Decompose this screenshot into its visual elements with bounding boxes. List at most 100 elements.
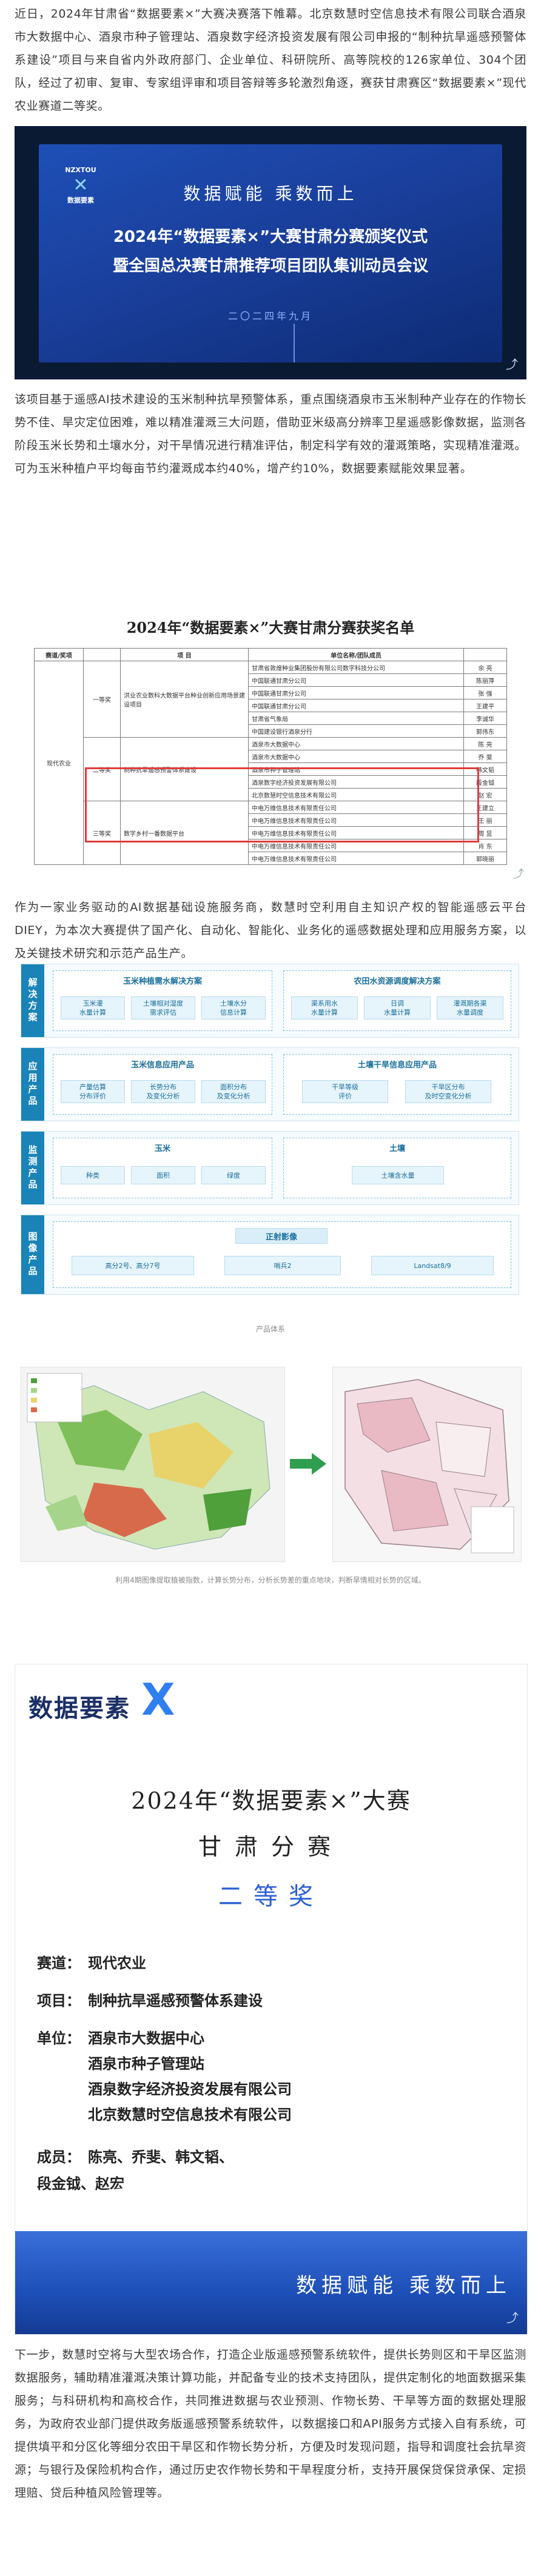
intro-paragraph: 近日，2024年甘肃省“数据要素×”大赛决赛落下帷幕。北京数慧时空信息技术有限公… <box>15 7 526 113</box>
company-section: 作为一家业务驱动的AI数据基础设施服务商，数慧时空利用自主知识产权的智能遥感云平… <box>0 896 541 965</box>
unit-cell: 酒泉数字经济投资发展有限公司 <box>248 775 464 789</box>
chip: 日调 水量计算 <box>364 996 431 1019</box>
hero-title-line2: 暨全国总决赛甘肃推荐项目团队集训动员会议 <box>112 257 428 275</box>
member-cell: 韩文韬 <box>463 762 507 776</box>
member-cell: 王建立 <box>463 801 507 814</box>
share-icon[interactable]: ⤴ <box>513 868 524 881</box>
poster-footer-slogan: 数据赋能 乘数而上 <box>296 2274 511 2298</box>
monitor-left-panel: 玉米 种类 面积 绿度 <box>53 1138 272 1198</box>
table-row: 中国联通甘肃分公司陈丽萍 <box>35 673 507 687</box>
chip: 面积分布 及变化分析 <box>201 1080 266 1103</box>
lane-solutions: 解决方案 玉米种植需水解决方案 玉米灌 水量计算 土壤相对湿度 需求评估 土壤水… <box>21 964 519 1038</box>
chip: 玉米灌 水量计算 <box>61 996 125 1019</box>
member-cell: 张 强 <box>463 686 507 699</box>
intro-section: 近日，2024年甘肃省“数据要素×”大赛决赛落下帷幕。北京数慧时空信息技术有限公… <box>0 2 541 118</box>
unit-cell: 中国联通甘肃分公司 <box>248 686 464 699</box>
brand-x-icon: X <box>141 1674 175 1725</box>
chip: 种类 <box>61 1166 125 1184</box>
hero-date: 二〇二四年九月 <box>227 310 313 322</box>
poster-brand: 数据要素 <box>29 1695 130 1723</box>
lane-label: 图像产品 <box>21 1215 44 1294</box>
poster-project-row: 项目： 制种抗旱遥感预警体系建设 <box>37 1990 263 2011</box>
unit-cell: 中国建设银行酒泉分行 <box>248 724 464 738</box>
share-icon[interactable]: ⤴ <box>506 2311 519 2325</box>
award-table-image: 2024年“数据要素×”大赛甘肃分赛获奖名单 赛道/奖项 项 目 单位名称/团队… <box>15 612 526 885</box>
hero-title-line1: 2024年“数据要素×”大赛甘肃分赛颁奖仪式 <box>113 228 428 246</box>
image-panel: 正射影像 高分2号、高分7号 哨兵2 Landsat8/9 <box>53 1221 511 1288</box>
product-system-diagram: 解决方案 玉米种植需水解决方案 玉米灌 水量计算 土壤相对湿度 需求评估 土壤水… <box>15 964 526 1315</box>
table-header-row: 赛道/奖项 项 目 单位名称/团队成员 <box>34 648 507 661</box>
lane-applications: 应用产品 玉米信息应用产品 产量估算 分布评价 长势分布 及变化分析 面积分布 … <box>21 1047 519 1121</box>
lane-images: 图像产品 正射影像 高分2号、高分7号 哨兵2 Landsat8/9 <box>21 1215 519 1295</box>
project-paragraph: 该项目基于遥感AI技术建设的玉米制种抗旱预警体系，重点围绕酒泉市玉米制种产业存在… <box>15 393 526 475</box>
panel-title: 农田水资源调度解决方案 <box>354 977 441 986</box>
member-cell: 郭晓丽 <box>463 852 507 865</box>
header-project: 项 目 <box>120 648 249 661</box>
project-cell: 制种抗旱遥感预警体系建设 <box>120 737 249 801</box>
chip: 长势分布 及变化分析 <box>131 1080 195 1103</box>
logo-top-text: NZXTOU <box>65 166 96 174</box>
prize-cell: 三等奖 <box>83 801 121 865</box>
chip: 绿度 <box>201 1166 266 1184</box>
ceremony-photo: NZXTOU ✕ 数据要素 数据赋能 乘数而上 2024年“数据要素×”大赛甘肃… <box>15 126 526 379</box>
table-row: 中电万维信息技术有限责任公司王 丽 <box>35 813 507 827</box>
chip: 干旱区分布 及时空变化分析 <box>405 1080 491 1103</box>
unit-cell: 甘肃省气象局 <box>248 712 464 725</box>
lane-label: 解决方案 <box>21 964 44 1037</box>
table-row: 酒泉市大数据中心乔 斐 <box>35 750 507 763</box>
chip: 产量估算 分布评价 <box>61 1080 125 1103</box>
chip: 面积 <box>131 1166 195 1184</box>
diagram-caption: 产品体系 <box>255 1325 285 1333</box>
logo-x-icon: ✕ <box>73 175 89 196</box>
member-cell: 王建平 <box>463 699 507 712</box>
project-cell: 数字乡村一番数据平台 <box>120 801 249 865</box>
member-cell: 乔 斐 <box>463 750 507 763</box>
unit-cell: 中国联通甘肃分公司 <box>248 673 464 687</box>
table-row: 中国联通甘肃分公司王建平 <box>35 699 507 712</box>
event-logo: NZXTOU ✕ 数据要素 <box>63 166 98 204</box>
chip: 干旱等级 评价 <box>302 1080 388 1103</box>
project-label: 项目： <box>37 1992 81 2009</box>
hero-divider <box>294 324 295 362</box>
chip: 灌溉期各渠 水量调度 <box>437 996 503 1019</box>
prize-cell: 二等奖 <box>83 737 121 801</box>
unit-cell: 中电万维信息技术有限责任公司 <box>248 826 464 839</box>
poster-unit-row: 酒泉市种子管理站 <box>88 2055 204 2072</box>
header-unit: 单位名称/团队成员 <box>248 648 464 661</box>
outro-section: 下一步，数慧时空将与大型农场合作，打造企业版遥感预警系统软件，提供长势则区和干旱… <box>0 2343 541 2504</box>
poster-title-line2: 甘肃分赛 <box>198 1834 344 1860</box>
table-row: 三等奖数字乡村一番数据平台中电万维信息技术有限责任公司王建立 <box>35 801 507 865</box>
member-value: 陈亮、乔斐、韩文韬、 <box>88 2149 234 2166</box>
poster-prize: 二等奖 <box>218 1883 324 1910</box>
unit-cell: 中电万维信息技术有限责任公司 <box>248 801 464 814</box>
project-value: 制种抗旱遥感预警体系建设 <box>88 1992 263 2009</box>
poster-unit-row: 北京数慧时空信息技术有限公司 <box>88 2106 292 2123</box>
project-cell: 洪业农业数科大数据平台种业创新应用场景建设项目 <box>120 661 249 738</box>
member-cell: 赵 宏 <box>463 788 507 801</box>
lane-label: 应用产品 <box>21 1048 44 1121</box>
poster-unit-row: 单位：酒泉市大数据中心 <box>37 2028 204 2049</box>
share-icon[interactable]: ⤴ <box>506 357 518 372</box>
table-row: 中电万维信息技术有限责任公司郭晓丽 <box>35 852 507 865</box>
app-left-panel: 玉米信息应用产品 产量估算 分布评价 长势分布 及变化分析 面积分布 及变化分析 <box>53 1054 272 1115</box>
growth-map-left <box>21 1367 285 1562</box>
poster-member-row: 成员： 陈亮、乔斐、韩文韬、 <box>37 2147 234 2167</box>
track-label: 赛道： <box>37 1955 81 1972</box>
member-label: 成员： <box>37 2149 81 2166</box>
lane-label: 监测产品 <box>21 1132 44 1204</box>
chip: Landsat8/9 <box>371 1256 494 1275</box>
unit-cell: 酒泉市种子管理站 <box>248 762 464 776</box>
award-table-body: 现代农业一等奖洪业农业数科大数据平台种业创新应用场景建设项目甘肃省敦煌种业集团股… <box>34 661 507 865</box>
table-row: 二等奖制种抗旱遥感预警体系建设酒泉市大数据中心陈 亮 <box>35 737 507 801</box>
solution-right-panel: 农田水资源调度解决方案 渠系用水 水量计算 日调 水量计算 灌溉期各渠 水量调度 <box>283 970 511 1031</box>
unit-cell: 中电万维信息技术有限责任公司 <box>248 852 464 865</box>
hero-slogan: 数据赋能 乘数而上 <box>183 184 358 204</box>
company-paragraph: 作为一家业务驱动的AI数据基础设施服务商，数慧时空利用自主知识产权的智能遥感云平… <box>15 901 526 960</box>
prize-cell: 一等奖 <box>83 661 121 738</box>
member-cell: 郭伟东 <box>463 724 507 738</box>
member-cell: 余 亮 <box>463 661 507 674</box>
app-right-panel: 土壤干旱信息应用产品 干旱等级 评价 干旱区分布 及时空变化分析 <box>283 1054 511 1115</box>
unit-cell: 中电万维信息技术有限责任公司 <box>248 813 464 827</box>
member-cell: 李诚华 <box>463 712 507 725</box>
poster-unit-row: 酒泉数字经济投资发展有限公司 <box>88 2081 292 2098</box>
